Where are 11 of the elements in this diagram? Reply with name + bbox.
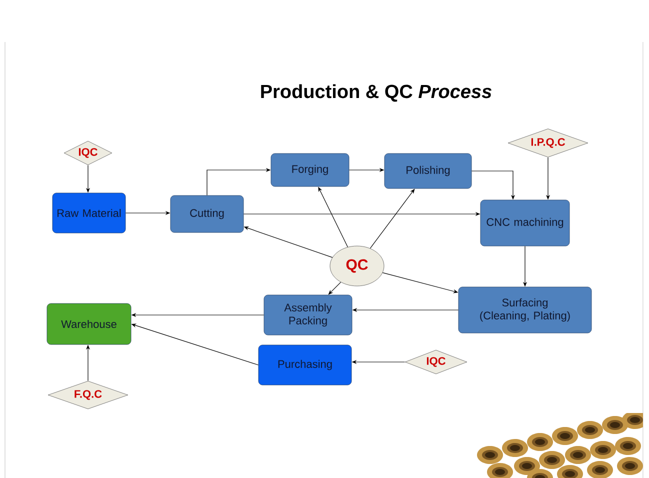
process-box: Surfacing (Cleaning, Plating) xyxy=(458,286,592,334)
process-box: Cutting xyxy=(170,195,244,233)
arrow xyxy=(328,282,342,295)
process-box: Raw Material xyxy=(52,192,126,234)
title: Production & QC Process xyxy=(261,84,492,102)
process-box: Purchasing xyxy=(258,344,352,386)
process-box: CNC machining xyxy=(480,200,570,246)
process-box: Polishing xyxy=(384,153,472,189)
process-box: Assembly Packing xyxy=(264,294,352,336)
process-box: Warehouse xyxy=(46,303,132,345)
process-box: Forging xyxy=(270,153,350,187)
